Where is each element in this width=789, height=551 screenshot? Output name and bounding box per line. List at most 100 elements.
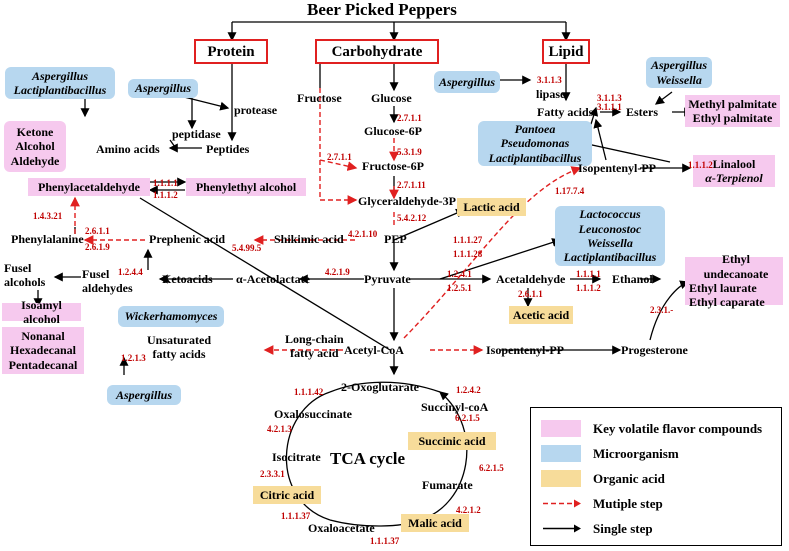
metabolite-succinyl-coa: Succinyl-coA: [421, 400, 489, 414]
enzyme-5-4-99-5: 5.4.99.5: [232, 243, 262, 253]
microorganism-wickerhamomyces: Wickerhamomyces: [118, 306, 224, 327]
tca-cycle-label: TCA cycle: [330, 449, 406, 468]
enzyme-2-6-1-9: 2.6.1.9: [85, 242, 110, 252]
enzyme-5-3-1-9: 5.3.1.9: [397, 147, 422, 157]
enzyme-2-7-1-11: 2.7.1.11: [397, 180, 426, 190]
metabolite-pyruvate: Pyruvate: [364, 272, 411, 286]
organic-acid-succinic: Succinic acid: [408, 432, 496, 450]
metabolite-prephenic-acid: Prephenic acid: [149, 232, 226, 246]
metabolite-fructose-6p: Fructose-6P: [362, 159, 424, 173]
lipid-category: Lipid: [542, 39, 590, 64]
metabolite-isocitrate: Isocitrate: [272, 450, 321, 464]
metabolite-lipase: lipase: [536, 87, 566, 101]
enzyme-1-1-1-37-left: 1.1.1.37: [281, 511, 311, 521]
metabolite-oxalosuccinate: Oxalosuccinate: [274, 407, 352, 421]
enzyme-3-1-1-3-lipase: 3.1.1.3: [537, 75, 562, 85]
legend-item-flavor: Key volatile flavor compounds: [541, 420, 762, 437]
microorganism-aspergillus-protease: Aspergillus: [128, 79, 198, 98]
enzyme-1-2-1-3: 1.2.1.3: [121, 353, 146, 363]
metabolite-phenylalanine: Phenylalanine: [11, 232, 84, 246]
enzyme-1-1-1-27: 1.1.1.27: [453, 235, 483, 245]
metabolite-peptides: Peptides: [206, 142, 250, 156]
metabolite-glucose-6p: Glucose-6P: [364, 124, 422, 138]
microorganism-aspergillus-bottom: Aspergillus: [107, 385, 181, 405]
metabolite-fructose: Fructose: [297, 91, 342, 105]
metabolite-fatty-acids: Fatty acids: [537, 105, 594, 119]
enzyme-2-6-1-1-acetic: 2.6.1.1: [518, 289, 543, 299]
enzyme-1-4-3-21: 1.4.3.21: [33, 211, 63, 221]
organic-acid-acetic: Acetic acid: [509, 306, 573, 324]
microorganism-aspergillus-lipase: Aspergillus: [434, 71, 500, 93]
metabolite-acetolactate: α-Acetolactate: [236, 272, 310, 286]
protein-category: Protein: [194, 39, 268, 64]
carbohydrate-category: Carbohydrate: [315, 39, 439, 64]
metabolite-esters: Esters: [626, 105, 658, 119]
enzyme-4-2-1-3: 4.2.1.3: [267, 424, 292, 434]
enzyme-3-1-1-3-esters: 3.1.1.3: [597, 93, 622, 103]
enzyme-1-1-1-2-phenyl: 1.1.1.2: [153, 190, 178, 200]
metabolite-shikimic-acid: Shikimic acid: [274, 232, 344, 246]
metabolite-isopentenyl-pp-bottom: Isopentenyl-PP: [486, 343, 564, 357]
organic-acid-citric: Citric acid: [253, 486, 321, 504]
enzyme-2-3-1: 2.3.1.-: [650, 305, 674, 315]
metabolite-acetyl-coa: Acetyl-CoA: [344, 343, 404, 357]
flavor-phenylacetaldehyde: Phenylacetaldehyde: [28, 178, 150, 196]
enzyme-1-1-1-1-phenyl: 1.1.1.1: [153, 178, 178, 188]
enzyme-1-1-1-2-linalool: 1.1.1.2: [688, 160, 713, 170]
enzyme-1-2-4-4: 1.2.4.4: [118, 267, 143, 277]
organic-acid-malic: Malic acid: [401, 514, 469, 532]
enzyme-1-1-1-28: 1.1.1.28: [453, 249, 483, 259]
diagram-title: Beer Picked Peppers: [307, 0, 457, 19]
enzyme-5-4-2-12: 5.4.2.12: [397, 213, 427, 223]
legend-item-multiple-step: Mutiple step: [541, 495, 663, 512]
enzyme-1-1-1-2-ethanol: 1.1.1.2: [576, 283, 601, 293]
enzyme-1-17-7-4: 1.17.7.4: [555, 186, 585, 196]
legend-item-single-step: Single step: [541, 520, 653, 537]
metabolite-protease: protease: [234, 103, 278, 117]
enzyme-4-2-1-9: 4.2.1.9: [325, 267, 350, 277]
legend-swatch-yellow: [541, 470, 581, 487]
enzyme-3-1-1-1-esters: 3.1.1.1: [597, 102, 622, 112]
enzyme-1-2-4-2: 1.2.4.2: [456, 385, 481, 395]
solid-arrow-icon: [543, 524, 581, 533]
legend: Key volatile flavor compounds Microorgan…: [530, 407, 782, 546]
metabolite-glucose: Glucose: [371, 91, 412, 105]
metabolite-oxoglutarate: 2-Oxoglutarate: [341, 380, 419, 394]
enzyme-6-2-1-5-fumarate: 6.2.1.5: [479, 463, 504, 473]
metabolite-ketoacids: Ketoacids: [162, 272, 213, 286]
flavor-phenylethyl-alcohol: Phenylethyl alcohol: [186, 178, 306, 196]
metabolite-amino-acids: Amino acids: [96, 142, 160, 156]
enzyme-2-3-3-1: 2.3.3.1: [260, 469, 285, 479]
metabolite-acetaldehyde: Acetaldehyde: [496, 272, 566, 286]
legend-swatch-blue: [541, 445, 581, 462]
legend-swatch-pink: [541, 420, 581, 437]
enzyme-1-1-1-1-ethanol: 1.1.1.1: [576, 269, 601, 279]
enzyme-1-2-5-1: 1.2.5.1: [447, 283, 472, 293]
enzyme-2-6-1-1-phenylalanine: 2.6.1.1: [85, 226, 110, 236]
metabolite-fumarate: Fumarate: [422, 478, 473, 492]
metabolite-ethanol: Ethanol: [612, 272, 653, 286]
dashed-arrow-icon: [543, 499, 581, 508]
enzyme-2-7-1-1-fructose: 2.7.1.1: [327, 152, 352, 162]
enzyme-4-2-1-10: 4.2.1.10: [348, 229, 378, 239]
enzyme-1-2-4-1: 1.2.4.1: [447, 269, 472, 279]
organic-acid-lactic: Lactic acid: [457, 198, 526, 216]
metabolite-pep: PEP: [384, 232, 407, 246]
metabolite-progesterone: Progesterone: [621, 343, 688, 357]
legend-item-organic-acid: Organic acid: [541, 470, 665, 487]
